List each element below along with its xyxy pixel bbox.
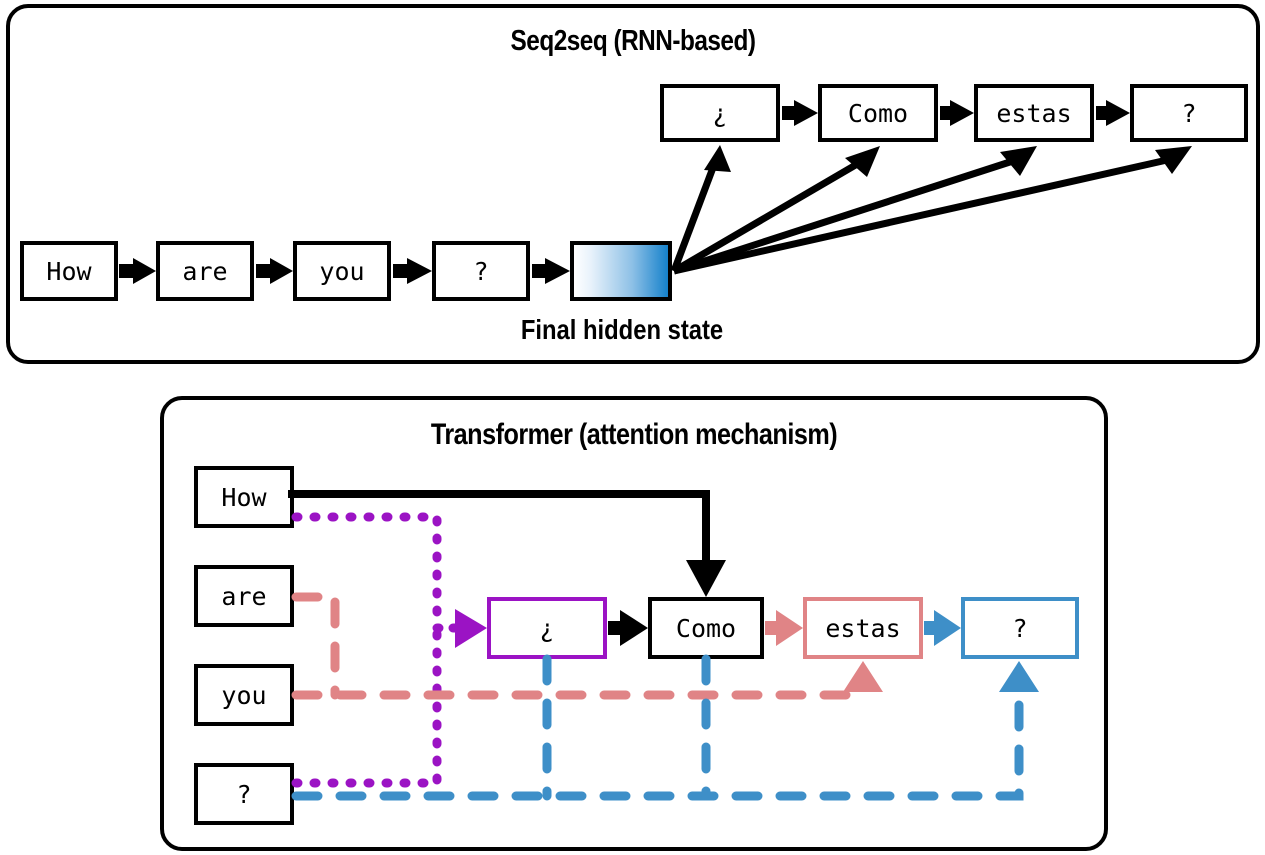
transformer-input-token-are: are: [194, 565, 294, 627]
seq2seq-encoder-token-how: How: [20, 241, 118, 301]
transformer-output-token-question: ?: [961, 597, 1079, 659]
seq2seq-decoder-token-como: Como: [818, 84, 938, 142]
seq2seq-panel-title: Seq2seq (RNN-based): [510, 25, 756, 57]
final-hidden-state-caption: Final hidden state: [520, 314, 724, 345]
seq2seq-decoder-token-question: ?: [1130, 84, 1248, 142]
seq2seq-encoder-token-question: ?: [432, 241, 530, 301]
transformer-input-token-question: ?: [194, 763, 294, 825]
seq2seq-encoder-token-are: are: [156, 241, 254, 301]
transformer-output-token-estas: estas: [803, 597, 923, 659]
panel-seq2seq: Seq2seq (RNN-based): [6, 4, 1260, 364]
final-hidden-state-box: [570, 241, 672, 301]
transformer-input-token-you: you: [194, 664, 294, 726]
transformer-panel-title: Transformer (attention mechanism): [430, 418, 838, 451]
seq2seq-decoder-token-estas: estas: [974, 84, 1094, 142]
seq2seq-encoder-token-you: you: [293, 241, 391, 301]
transformer-output-token-inverted-question: ¿: [487, 597, 607, 659]
transformer-input-token-how: How: [194, 466, 294, 528]
seq2seq-decoder-token-inverted-question: ¿: [660, 84, 780, 142]
transformer-output-token-como: Como: [648, 597, 764, 659]
